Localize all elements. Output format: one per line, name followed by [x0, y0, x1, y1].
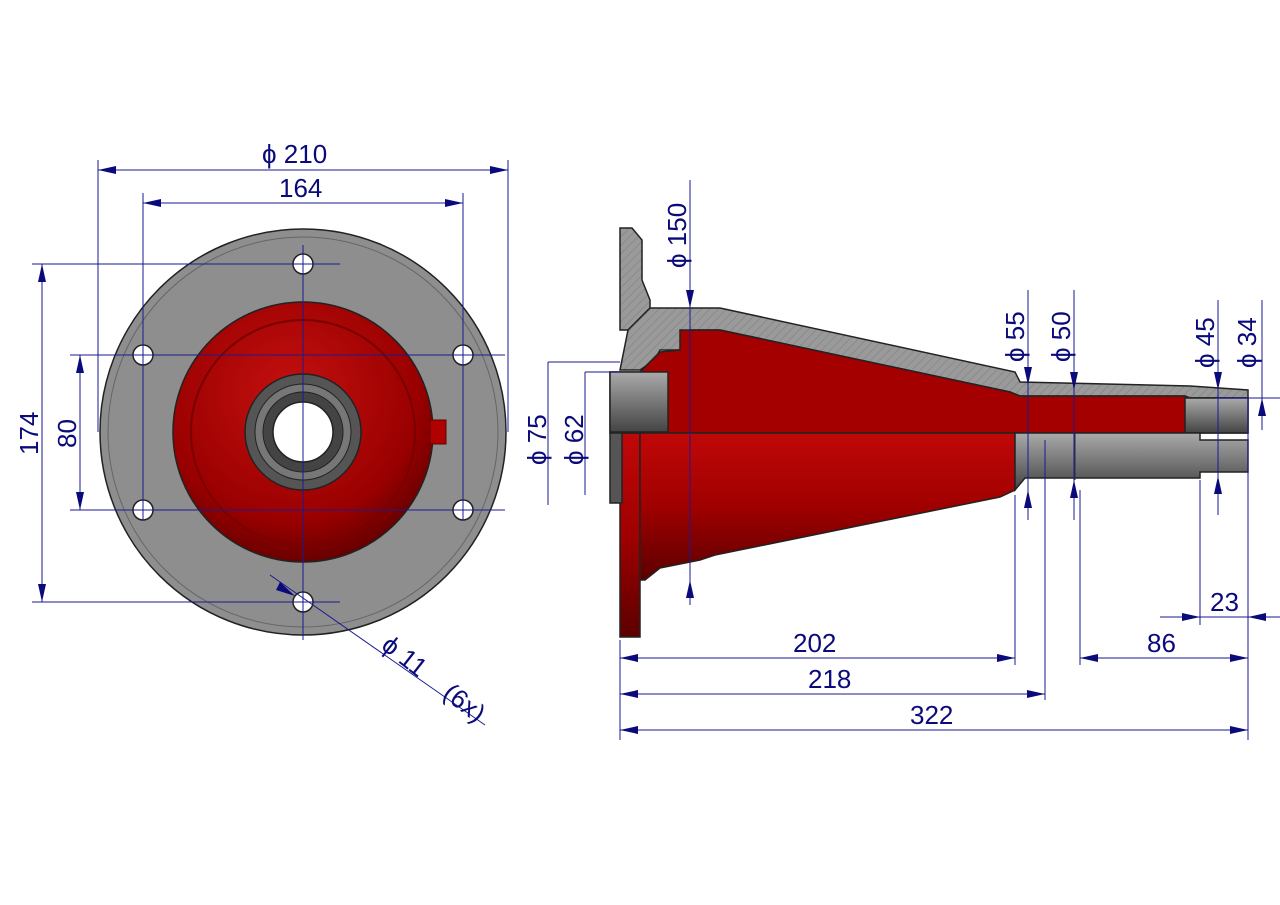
shaft: [1014, 432, 1249, 493]
short-span-label: 80: [52, 419, 82, 448]
bore-inner-label: ϕ 62: [559, 414, 589, 465]
shaft-45-label: ϕ 45: [1190, 317, 1220, 368]
length-23-label: 23: [1210, 587, 1239, 617]
side-view: ϕ 150 ϕ 75 ϕ 62 ϕ 55 ϕ 50 ϕ 45 ϕ 34 23 8…: [522, 180, 1280, 740]
length-86-label: 86: [1147, 628, 1176, 658]
front-view: ϕ 210 164 174 80 ϕ 11 (6x): [14, 139, 509, 728]
shaft-34-label: ϕ 34: [1232, 317, 1262, 368]
flange-section: [619, 227, 651, 331]
hole-count-label: (6x): [438, 677, 492, 728]
shaft-50-label: ϕ 50: [1046, 311, 1076, 362]
length-202-label: 202: [793, 628, 836, 658]
outer-diameter-label: ϕ 210: [262, 139, 327, 169]
lower-body: [639, 432, 1016, 581]
bore-outer-label: ϕ 75: [522, 414, 552, 465]
length-322-label: 322: [910, 700, 953, 730]
hole-diameter-label: ϕ 11: [376, 629, 433, 683]
vertical-span-label: 174: [14, 412, 44, 455]
bolt-circle-label: 164: [279, 173, 322, 203]
shaft-55-label: ϕ 55: [1000, 311, 1030, 362]
length-218-label: 218: [808, 664, 851, 694]
flange-diameter-label: ϕ 150: [662, 203, 692, 268]
flange-lower: [619, 432, 641, 638]
